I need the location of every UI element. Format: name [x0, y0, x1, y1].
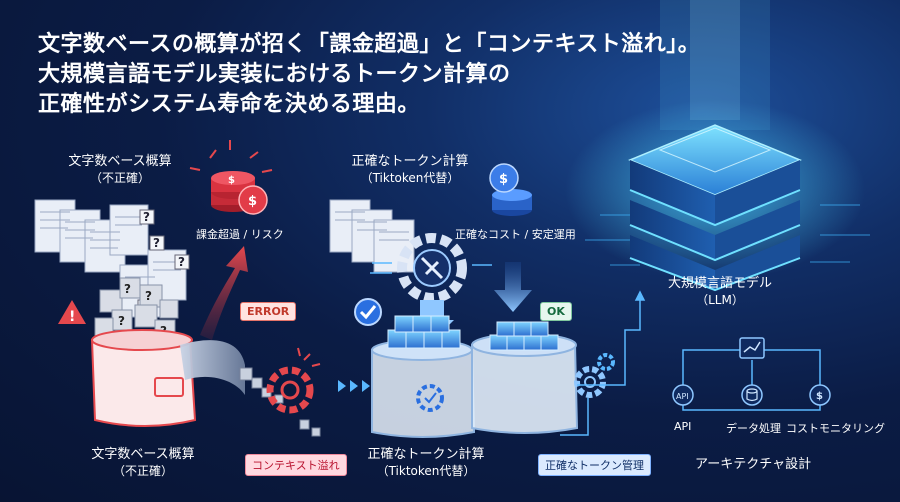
left-bottom-sub: （不正確）: [112, 464, 173, 478]
middle-top-sub: （Tiktoken代替）: [360, 171, 460, 185]
left-top-title: 文字数ベース概算: [68, 154, 172, 169]
arch-data-label: データ処理: [726, 422, 781, 435]
svg-text:?: ?: [118, 314, 125, 328]
llm-title: 大規模言語モデル: [667, 276, 772, 291]
svg-text:!: !: [69, 309, 75, 325]
headline-line-3: 正確性がシステム寿命を決める理由。: [38, 92, 420, 117]
overflow-tube: [180, 340, 321, 437]
middle-top-label: 正確なトークン計算 （Tiktoken代替）: [340, 153, 480, 187]
stable-label: 正確なコスト / 安定運用: [455, 228, 576, 241]
context-overflow-tag: コンテキスト溢れ: [245, 454, 347, 476]
arch-cost-label: コストモニタリング: [786, 422, 885, 435]
svg-text:?: ?: [153, 236, 160, 250]
headline: 文字数ベースの概算が招く「課金超過」と「コンテキスト溢れ」。 大規模言語モデル実…: [38, 30, 700, 120]
svg-text:?: ?: [124, 282, 131, 296]
left-top-label: 文字数ベース概算 （不正確）: [60, 153, 180, 187]
chart-icon: [739, 337, 765, 359]
headline-line-1: 文字数ベースの概算が招く「課金超過」と「コンテキスト溢れ」。: [38, 32, 701, 57]
svg-text:$: $: [248, 194, 257, 209]
svg-text:?: ?: [145, 289, 152, 303]
red-coins-icon: $ $: [189, 140, 273, 215]
small-gear-icon: [597, 353, 615, 371]
ok-tag: OK: [540, 302, 572, 321]
token-management-tag: 正確なトークン管理: [538, 454, 651, 476]
llm-sub: （LLM）: [696, 293, 744, 307]
arch-title: アーキテクチャ設計: [695, 457, 812, 472]
arch-api-label: API: [674, 420, 692, 433]
headline-line-2: 大規模言語モデル実装におけるトークン計算の: [38, 62, 511, 87]
svg-text:$: $: [228, 175, 235, 186]
warning-icon: !: [58, 300, 86, 325]
svg-text:?: ?: [143, 210, 150, 224]
stable-down-arrow: [494, 262, 532, 312]
middle-cube-box: [371, 315, 476, 438]
risk-up-arrow: [200, 246, 248, 340]
ok-cube-box: [471, 321, 579, 434]
database-icon: [741, 384, 763, 406]
middle-bottom-sub: （Tiktoken代替）: [376, 464, 476, 478]
left-bottom-title: 文字数ベース概算: [91, 447, 195, 462]
svg-text:API: API: [676, 392, 689, 401]
left-bottom-label: 文字数ベース概算 （不正確）: [78, 446, 208, 480]
middle-documents-illustration: [329, 199, 415, 273]
error-tag: ERROR: [240, 302, 297, 321]
cost-monitor-icon: $: [809, 384, 831, 406]
blue-coins-icon: $: [489, 163, 532, 216]
risk-label: 課金超過 / リスク: [196, 228, 284, 241]
overflowing-box-illustration: ????: [90, 277, 197, 427]
svg-text:$: $: [499, 172, 508, 187]
flow-chevrons: [338, 380, 370, 392]
broken-gear-icon: [266, 347, 321, 414]
api-icon: API: [672, 384, 694, 406]
svg-text:$: $: [816, 391, 823, 402]
middle-top-title: 正確なトークン計算: [351, 154, 469, 169]
management-gear-icon: [574, 366, 606, 398]
middle-bottom-label: 正確なトークン計算 （Tiktoken代替）: [356, 446, 496, 480]
middle-bottom-title: 正確なトークン計算: [367, 447, 485, 462]
left-top-sub: （不正確）: [89, 171, 150, 185]
svg-text:?: ?: [178, 255, 185, 269]
check-badge-icon: [354, 298, 382, 326]
token-gear-icon: [370, 233, 492, 303]
left-documents-illustration: ? ? ? ? !: [34, 199, 190, 325]
llm-label: 大規模言語モデル （LLM）: [660, 275, 780, 309]
llm-server-illustration: [565, 0, 870, 292]
connector-lines: [560, 290, 646, 436]
